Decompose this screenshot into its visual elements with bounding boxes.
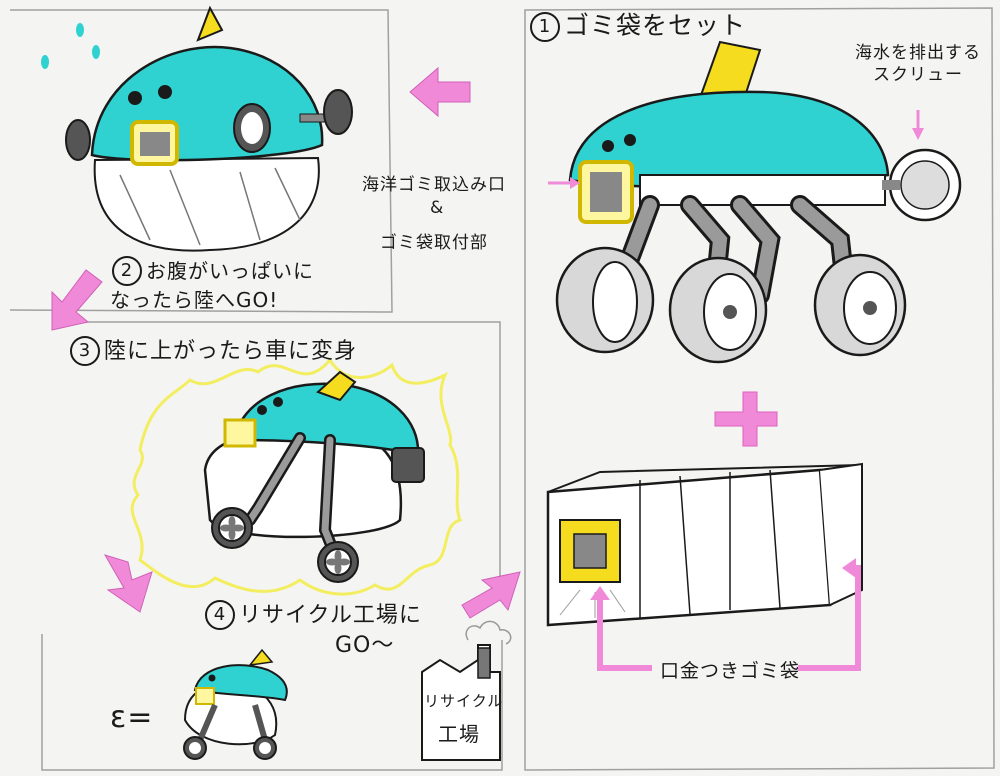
screw-label: 海水を排出する スクリュー xyxy=(855,43,981,85)
arrow-4-to-1 xyxy=(461,571,521,619)
panel-2-frame xyxy=(9,9,393,313)
robot-driving-illustration xyxy=(183,648,288,760)
bag-arrow-left xyxy=(597,592,652,671)
step-4-line1: リサイクル工場に xyxy=(239,603,422,628)
intake-label-line2: ゴミ袋取付部 xyxy=(380,233,488,253)
garbage-bag-illustration xyxy=(546,462,863,627)
step-1-text: ゴミ袋をセット xyxy=(564,11,747,40)
step-2-line1: お腹がいっぱいに xyxy=(146,259,314,283)
robot-sea-mode-illustration xyxy=(555,40,962,364)
intake-label-amp: & xyxy=(430,198,445,218)
speed-lines-glyph: ε= xyxy=(110,700,154,735)
panel-1-frame xyxy=(524,7,995,771)
step-4-line2: GO〜 xyxy=(335,633,395,658)
panel-4-frame xyxy=(41,634,503,771)
step-3-number: 3 xyxy=(70,336,100,366)
factory-label-line2: 工場 xyxy=(438,722,480,746)
step-2-line2: なったら陸へGO! xyxy=(110,288,279,312)
step-1-number: 1 xyxy=(530,12,560,42)
factory-label-line1: リサイクル xyxy=(424,692,504,710)
arrow-3-to-4 xyxy=(103,554,153,613)
intake-label-line1: 海洋ゴミ取込み口 xyxy=(362,175,506,195)
robot-car-mode-illustration xyxy=(130,357,463,596)
arrow-1-to-2 xyxy=(409,66,471,118)
step-4-number: 4 xyxy=(205,600,235,630)
bag-label: 口金つきゴミ袋 xyxy=(660,660,801,682)
recycling-factory-illustration xyxy=(421,620,512,761)
arrow-2-to-3 xyxy=(51,269,103,331)
robot-full-belly-illustration xyxy=(41,5,353,252)
plus-sign xyxy=(714,391,778,447)
step-2-number: 2 xyxy=(112,256,142,286)
step-3-text: 陸に上がったら車に変身 xyxy=(104,339,358,364)
panel-3-frame xyxy=(62,321,501,582)
